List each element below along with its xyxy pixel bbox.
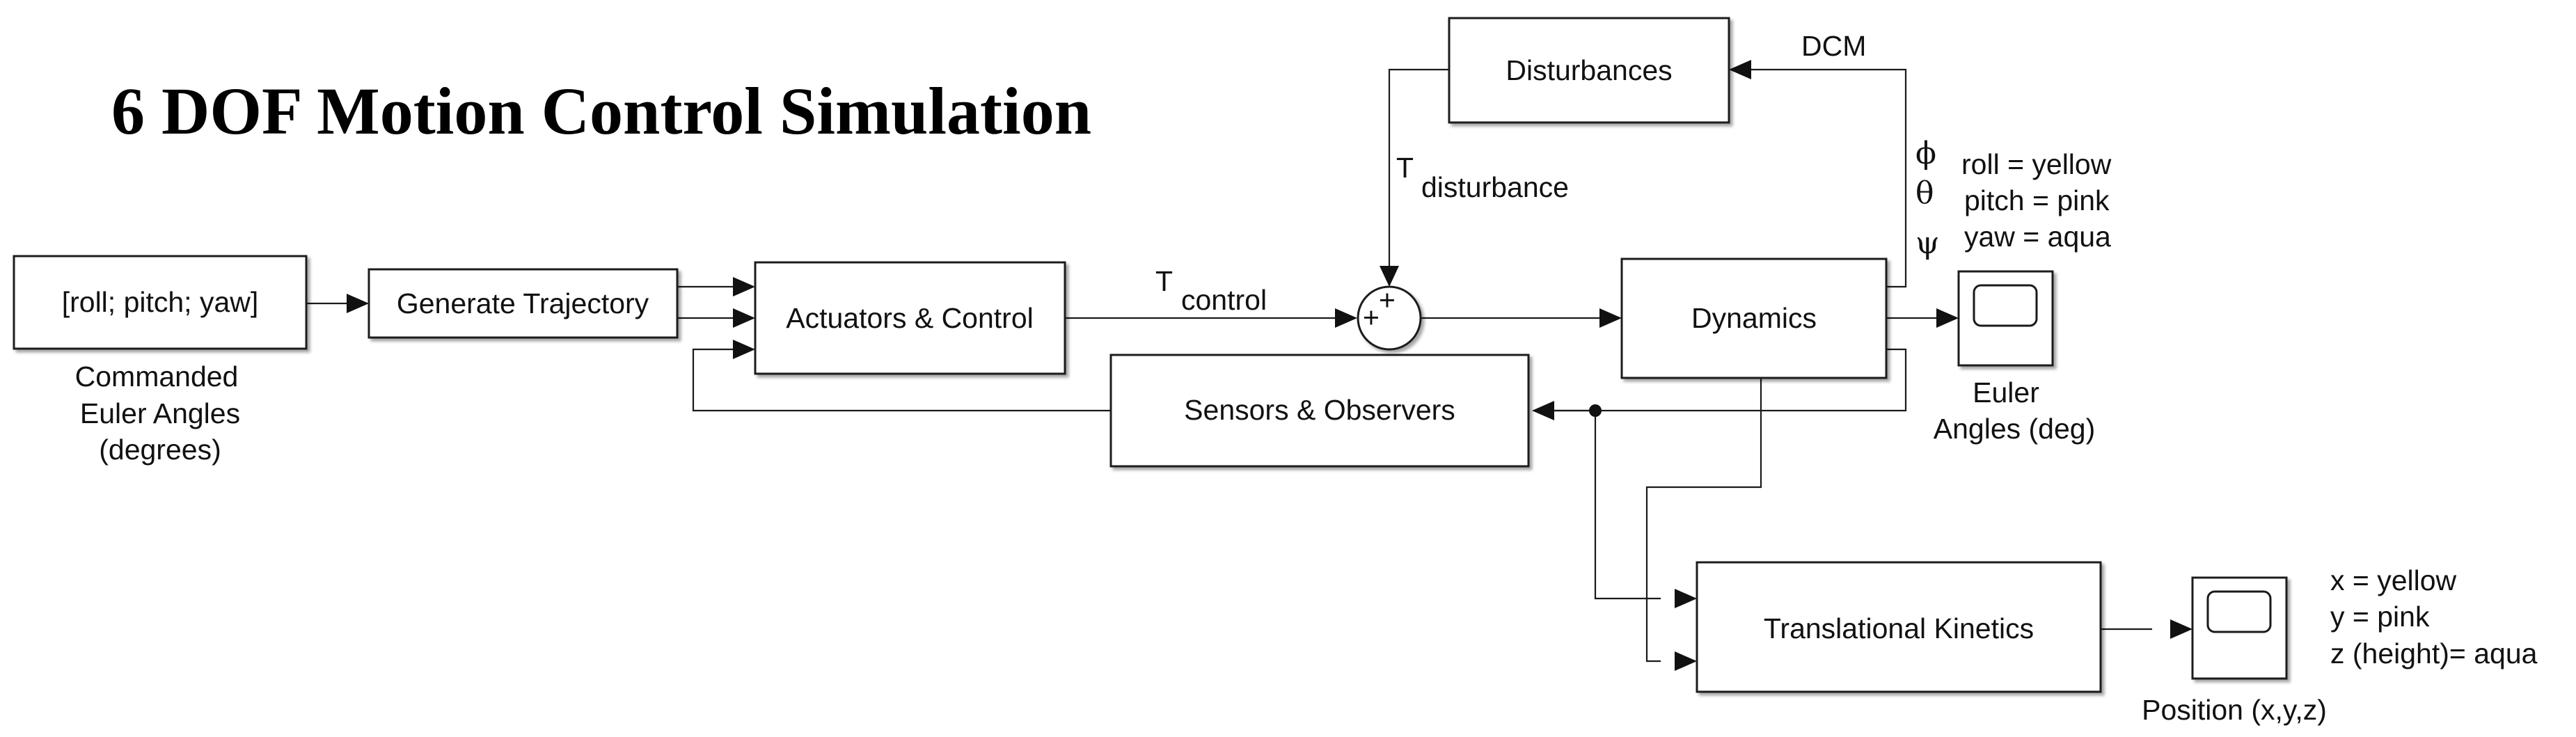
t-disturbance-label: T disturbance xyxy=(1396,152,1569,203)
t-disturbance-symbol: T xyxy=(1396,152,1414,184)
euler-scope-caption: Euler Angles (deg) xyxy=(1934,377,2095,445)
legend-entry: z (height)= aqua xyxy=(2330,637,2538,669)
sensors-observers-label: Sensors & Observers xyxy=(1184,394,1455,426)
commanded-input-label: [roll; pitch; yaw] xyxy=(62,286,259,318)
legend-entry: y = pink xyxy=(2330,601,2430,633)
t-disturbance-subscript: disturbance xyxy=(1421,171,1569,203)
dynamics-label: Dynamics xyxy=(1691,302,1817,334)
t-control-subscript: control xyxy=(1181,284,1267,316)
position-scope-caption: Position (x,y,z) xyxy=(2142,694,2327,726)
caption-line: Euler xyxy=(1973,377,2039,409)
arrowheads xyxy=(347,60,2192,671)
caption-line: Commanded xyxy=(75,360,239,393)
t-control-symbol: T xyxy=(1155,265,1173,297)
legend-entry: x = yellow xyxy=(2330,564,2457,596)
legend-entry: pitch = pink xyxy=(1964,184,2110,216)
diagram-title: 6 DOF Motion Control Simulation xyxy=(111,74,1091,148)
legend-entry: yaw = aqua xyxy=(1964,221,2111,253)
theta-symbol: θ xyxy=(1915,175,1934,211)
caption-line: Euler Angles xyxy=(80,397,240,429)
phi-symbol: ϕ xyxy=(1915,136,1936,171)
euler-legend: ϕ roll = yellow θ pitch = pink ψ yaw = a… xyxy=(1915,136,2112,261)
actuators-control-label: Actuators & Control xyxy=(786,302,1034,334)
sum-sign-left: + xyxy=(1363,301,1380,333)
block-sensors-observers[interactable]: Sensors & Observers xyxy=(1109,354,1530,468)
commanded-caption: Commanded Euler Angles (degrees) xyxy=(75,360,240,466)
t-control-label: T control xyxy=(1155,265,1267,316)
generate-trajectory-label: Generate Trajectory xyxy=(397,287,649,319)
scope-euler-angles[interactable] xyxy=(1957,270,2054,367)
caption-line: (degrees) xyxy=(99,434,221,466)
sum-block[interactable]: + + xyxy=(1357,284,1422,351)
block-generate-trajectory[interactable]: Generate Trajectory xyxy=(368,268,679,339)
scope-screen-icon xyxy=(2206,590,2272,633)
caption-line: Angles (deg) xyxy=(1934,413,2095,445)
position-legend: x = yellow y = pink z (height)= aqua xyxy=(2330,564,2538,669)
block-commanded-input[interactable]: [roll; pitch; yaw] xyxy=(13,255,308,350)
sum-sign-top: + xyxy=(1379,284,1396,316)
branch-point xyxy=(1589,404,1602,417)
legend-entry: roll = yellow xyxy=(1961,148,2112,180)
scope-screen-icon xyxy=(1973,284,2038,327)
block-translational-kinetics[interactable]: Translational Kinetics xyxy=(1696,561,2102,693)
disturbances-label: Disturbances xyxy=(1506,54,1672,86)
scope-position[interactable] xyxy=(2191,576,2288,680)
dcm-label: DCM xyxy=(1801,30,1866,62)
block-dynamics[interactable]: Dynamics xyxy=(1620,257,1888,379)
block-actuators-control[interactable]: Actuators & Control xyxy=(754,261,1066,375)
block-disturbances[interactable]: Disturbances xyxy=(1448,17,1730,124)
translational-kinetics-label: Translational Kinetics xyxy=(1764,612,2034,644)
psi-symbol: ψ xyxy=(1915,225,1940,261)
signal-lines xyxy=(306,68,2152,663)
